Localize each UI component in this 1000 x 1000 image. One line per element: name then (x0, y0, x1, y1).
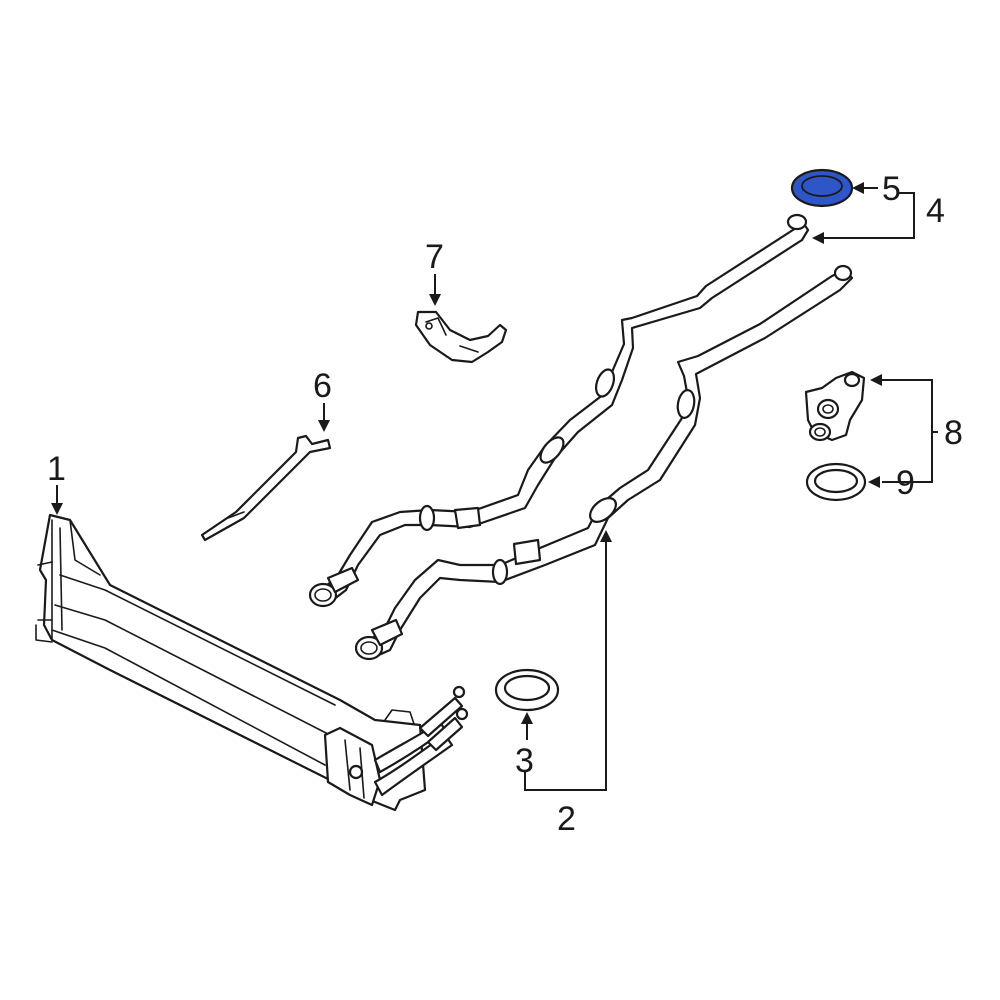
oil-cooler-part[interactable] (35, 513, 469, 812)
oil-cooler-hoses[interactable] (308, 213, 854, 661)
callout-6: 6 (313, 367, 332, 405)
seal-ring-part-9[interactable] (805, 462, 867, 502)
callout-1: 1 (47, 450, 66, 488)
seal-ring-part-5-highlighted[interactable] (790, 168, 854, 208)
callout-8: 8 (944, 414, 963, 452)
callout-3: 3 (515, 742, 534, 780)
connector-part-8[interactable] (804, 370, 866, 442)
callout-labels: 1 2 3 4 5 6 7 8 9 (47, 170, 963, 838)
callout-9: 9 (896, 464, 915, 502)
seal-ring-part-3[interactable] (494, 668, 560, 712)
callout-5: 5 (882, 170, 901, 208)
bracket-part-7[interactable] (414, 310, 508, 364)
callout-4: 4 (926, 192, 945, 230)
callout-2: 2 (557, 800, 576, 838)
callout-7: 7 (425, 238, 444, 276)
bracket-part-6[interactable] (200, 434, 332, 542)
leader-lines (51, 182, 938, 791)
